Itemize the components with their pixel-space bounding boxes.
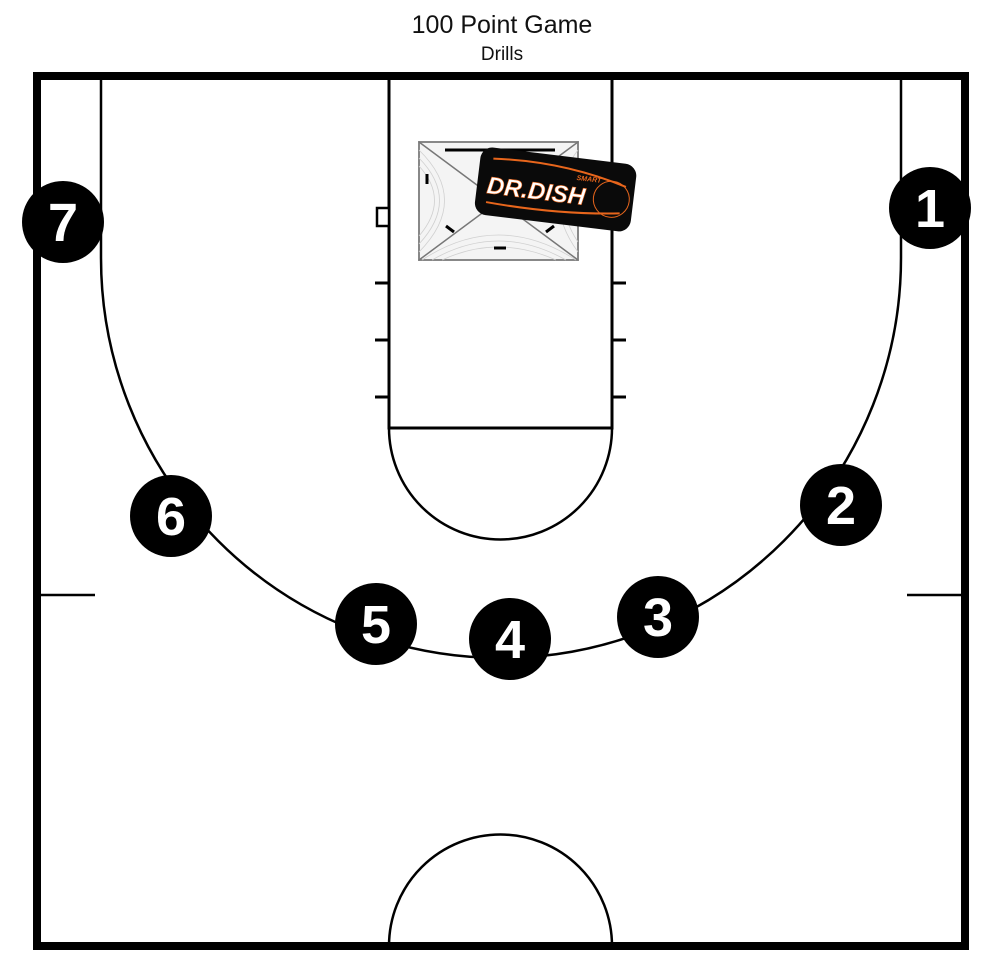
player-6[interactable]: 6	[130, 475, 212, 557]
dr-dish-logo: DR.DISH SMART	[474, 147, 637, 232]
dr-dish-machine: DR.DISH SMART	[418, 141, 637, 261]
svg-text:5: 5	[361, 595, 391, 655]
player-marker-icon	[800, 464, 882, 546]
player-5[interactable]: 5	[335, 583, 417, 665]
lane-hash-marks	[375, 281, 626, 399]
lane-block	[375, 206, 391, 228]
player-marker-icon	[22, 181, 104, 263]
dr-dish-smart-text: SMART	[576, 175, 602, 185]
player-marker-icon	[130, 475, 212, 557]
lane	[387, 74, 614, 430]
svg-text:4: 4	[495, 610, 525, 670]
player-3[interactable]: 3	[617, 576, 699, 658]
svg-text:7: 7	[48, 193, 78, 253]
svg-text:3: 3	[643, 588, 673, 648]
svg-text:2: 2	[826, 476, 856, 536]
diagram-subtitle: Drills	[480, 44, 524, 65]
center-circle	[387, 833, 614, 947]
player-1[interactable]: 1	[889, 167, 971, 249]
player-marker-icon	[889, 167, 971, 249]
player-marker-icon	[469, 598, 551, 680]
free-throw-circle	[387, 427, 614, 541]
player-7[interactable]: 7	[22, 181, 104, 263]
player-2[interactable]: 2	[800, 464, 882, 546]
svg-text:1: 1	[915, 179, 945, 239]
player-marker-icon	[335, 583, 417, 665]
svg-text:6: 6	[156, 487, 186, 547]
diagram-title: 100 Point Game	[411, 11, 593, 39]
player-marker-icon	[617, 576, 699, 658]
player-4[interactable]: 4	[469, 598, 551, 680]
